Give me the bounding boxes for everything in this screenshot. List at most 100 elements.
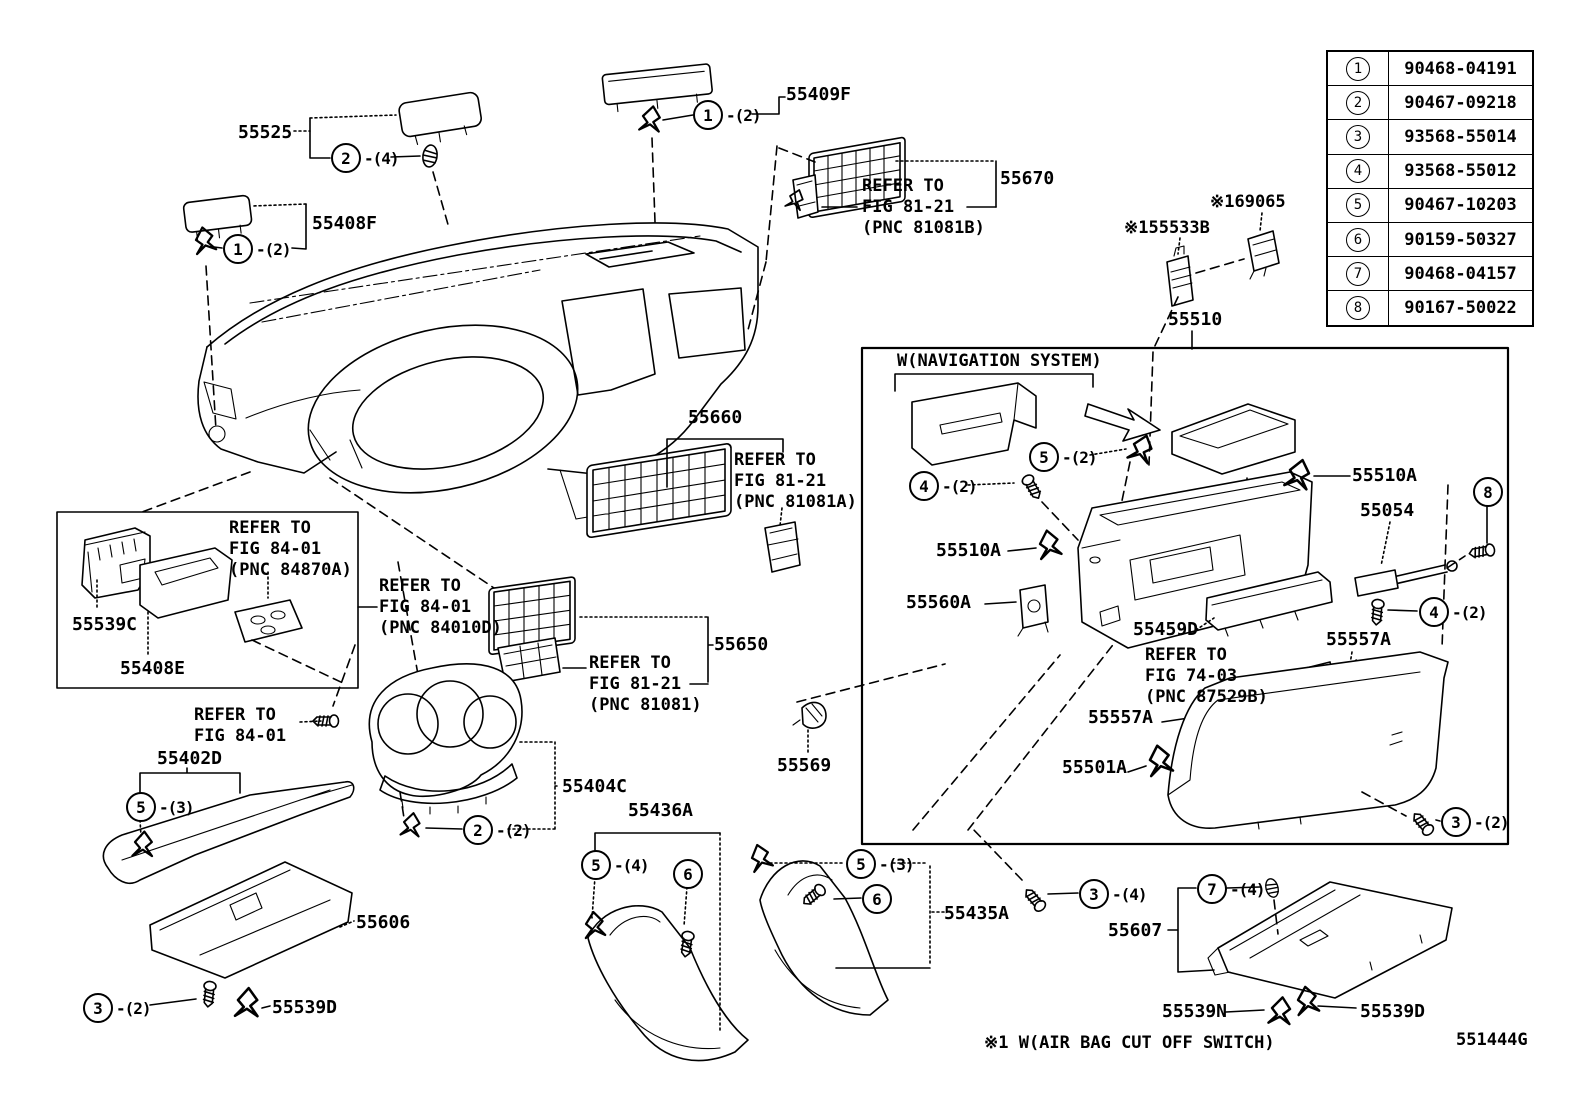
cover-55606 xyxy=(149,861,355,979)
circled-number: 3 xyxy=(1346,124,1370,149)
vent-55650 xyxy=(488,576,714,685)
cover-55607 xyxy=(1167,876,1453,999)
callout-5-55436a: 5 -(4) xyxy=(581,850,650,880)
callout-8-55054: 8 xyxy=(1473,477,1506,507)
part-label-55539c: 55539C xyxy=(72,614,138,635)
cover-55408f xyxy=(182,194,307,431)
part-label-55510: 55510 xyxy=(1168,309,1223,330)
latch-55560a xyxy=(984,584,1049,637)
part-label-55557a-lower: 55557A xyxy=(1088,707,1154,728)
part-label-55510a-left: 55510A xyxy=(936,540,1002,561)
bolt-8 xyxy=(1467,504,1497,561)
circled-number: 2 xyxy=(1346,90,1370,115)
callout-7-55607: 7 -(4) xyxy=(1197,874,1266,904)
screw-4-2-right xyxy=(1369,598,1418,627)
part-label-55501a: 55501A xyxy=(1062,757,1128,778)
cover-55525 xyxy=(293,91,482,229)
refer-note-84870a: REFER TO FIG 84-01 (PNC 84870A) xyxy=(229,518,352,580)
fastener-parts-table: 1 90468-04191 2 90467-09218 3 93568-5501… xyxy=(1326,50,1534,327)
callout-2-55404c: 2 -(2) xyxy=(463,815,532,845)
circled-number: 4 xyxy=(1346,159,1370,184)
part-label-55539d-right: 55539D xyxy=(1360,1001,1426,1022)
refer-note-8401: REFER TO FIG 84-01 xyxy=(194,705,287,746)
part-label-55459d: 55459D xyxy=(1133,619,1199,640)
refer-note-81081b: REFER TO FIG 81-21 (PNC 81081B) xyxy=(862,176,985,238)
clip-55510a-right xyxy=(1283,455,1351,493)
circled-number: 1 xyxy=(693,100,723,130)
trim-55402d xyxy=(102,767,355,884)
part-number: 90468-04191 xyxy=(1404,58,1517,79)
part-label-55436a: 55436A xyxy=(628,800,694,821)
part-number: 93568-55012 xyxy=(1404,161,1517,182)
part-number: 90167-50022 xyxy=(1404,297,1517,318)
table-row: 1 90468-04191 xyxy=(1328,52,1532,87)
part-number: 90467-10203 xyxy=(1404,195,1517,216)
table-row: 4 93568-55012 xyxy=(1328,154,1532,189)
callout-3-55606: 3 -(2) xyxy=(83,993,152,1023)
callout-5-55435a: 5 -(3) xyxy=(846,849,915,879)
clips-55539n-55539d xyxy=(1225,984,1357,1027)
part-label-55402d: 55402D xyxy=(157,748,223,769)
callout-6-55435a: 6 xyxy=(862,884,895,914)
part-number: 90468-04157 xyxy=(1404,263,1517,284)
bracket-81081a xyxy=(764,507,801,573)
circled-number: 7 xyxy=(1346,261,1370,286)
circled-number: 2 xyxy=(463,815,493,845)
nav-system-header: W(NAVIGATION SYSTEM) xyxy=(897,351,1102,371)
circled-number: 5 xyxy=(846,849,876,879)
part-label-55650: 55650 xyxy=(714,634,769,655)
part-label-55054: 55054 xyxy=(1360,500,1415,521)
part-label-55409f: 55409F xyxy=(786,84,852,105)
part-label-55607: 55607 xyxy=(1108,920,1163,941)
callout-5-nav: 5 -(2) xyxy=(1029,442,1098,472)
refer-note-81081a: REFER TO FIG 81-21 (PNC 81081A) xyxy=(734,450,857,512)
circled-number: 5 xyxy=(126,792,156,822)
part-number: 90159-50327 xyxy=(1404,229,1517,250)
circled-number: 8 xyxy=(1346,295,1370,320)
callout-4-55054: 4 -(2) xyxy=(1419,597,1488,627)
circled-number: 5 xyxy=(581,850,611,880)
circled-number: 1 xyxy=(1346,56,1370,81)
callout-2-55525: 2 -(4) xyxy=(331,143,400,173)
part-label-55435a: 55435A xyxy=(944,903,1010,924)
circled-number: 6 xyxy=(1346,227,1370,252)
part-label-55408f: 55408F xyxy=(312,213,378,234)
part-label-55670: 55670 xyxy=(1000,168,1055,189)
part-label-55606: 55606 xyxy=(356,912,411,933)
part-label-55560a: 55560A xyxy=(906,592,972,613)
cover-55510-part xyxy=(1117,403,1296,521)
circled-number: 7 xyxy=(1197,874,1227,904)
clip-55510a-left xyxy=(1007,527,1064,561)
circled-number: 8 xyxy=(1473,477,1503,507)
refer-note-87529b: REFER TO FIG 74-03 (PNC 87529B) xyxy=(1145,645,1268,707)
circled-number: 3 xyxy=(1079,879,1109,909)
circled-number: 3 xyxy=(1441,807,1471,837)
vent-55660 xyxy=(397,438,784,687)
callout-1-55409f: 1 -(2) xyxy=(693,100,762,130)
table-row: 3 93568-55014 xyxy=(1328,120,1532,155)
table-row: 7 90468-04157 xyxy=(1328,257,1532,292)
callout-4-nav: 4 -(2) xyxy=(909,471,978,501)
part-label-55660: 55660 xyxy=(688,407,743,428)
cover-55409f xyxy=(601,63,786,223)
part-label-169065: ※169065 xyxy=(1210,192,1286,212)
callout-3-55501a: 3 -(2) xyxy=(1441,807,1510,837)
part-label-55557a-upper: 55557A xyxy=(1326,629,1392,650)
part-label-55569: 55569 xyxy=(777,755,832,776)
circled-number: 2 xyxy=(331,143,361,173)
circled-number: 6 xyxy=(862,884,892,914)
callout-1-55408f: 1 -(2) xyxy=(223,234,292,264)
diagram-code: 551444G xyxy=(1456,1030,1528,1050)
circled-number: 3 xyxy=(83,993,113,1023)
part-label-55539n: 55539N xyxy=(1162,1001,1228,1022)
table-row: 2 90467-09218 xyxy=(1328,86,1532,121)
part-number: 90467-09218 xyxy=(1404,92,1517,113)
fasteners-55539d-left xyxy=(149,980,271,1020)
tray-55459d xyxy=(1195,571,1333,637)
callout-3-4-bolt: 3 -(4) xyxy=(1079,879,1148,909)
callout-5-55402d: 5 -(3) xyxy=(126,792,195,822)
refer-note-81081: REFER TO FIG 81-21 (PNC 81081) xyxy=(589,653,702,715)
table-row: 5 90467-10203 xyxy=(1328,188,1532,223)
